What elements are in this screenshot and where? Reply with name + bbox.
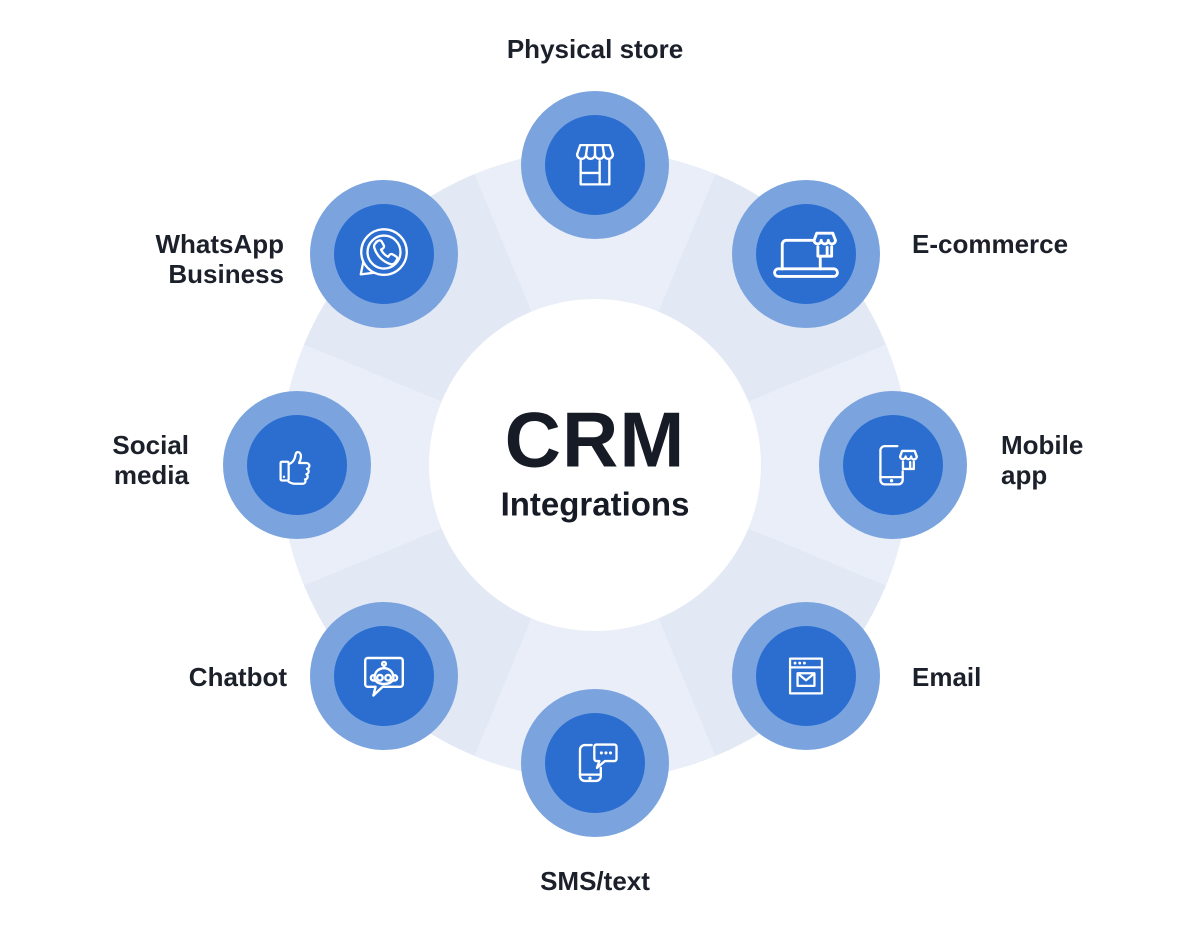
- node-email-disc: [756, 626, 856, 726]
- node-email: [732, 602, 880, 750]
- robot-chat-icon: [364, 656, 404, 697]
- node-mobile-app: [819, 391, 967, 539]
- label-chatbot: Chatbot: [188, 662, 287, 692]
- label-whatsapp-business: WhatsApp Business: [155, 229, 284, 289]
- label-e-commerce: E-commerce: [912, 229, 1069, 259]
- browser-envelope-icon: [788, 657, 824, 695]
- node-physical-store: [521, 91, 669, 239]
- node-e-commerce: [732, 180, 880, 328]
- background-ring-hole: [429, 299, 761, 631]
- node-social-media: [223, 391, 371, 539]
- node-sms-text-disc: [545, 713, 645, 813]
- phone-chat-icon: [578, 743, 618, 783]
- node-social-media-disc: [247, 415, 347, 515]
- node-mobile-app-disc: [843, 415, 943, 515]
- node-physical-store-disc: [545, 115, 645, 215]
- node-chatbot: [310, 602, 458, 750]
- storefront-icon: [575, 143, 615, 186]
- label-social-media: Social media: [112, 430, 189, 490]
- phone-store-icon: [879, 444, 918, 486]
- node-whatsapp-business: [310, 180, 458, 328]
- whatsapp-icon: [359, 228, 408, 276]
- node-sms-text: [521, 689, 669, 837]
- node-e-commerce-disc: [756, 204, 856, 304]
- thumbs-up-icon: [279, 451, 311, 485]
- node-chatbot-disc: [334, 626, 434, 726]
- laptop-store-icon: [773, 231, 839, 278]
- label-email: Email: [912, 662, 982, 692]
- node-whatsapp-business-disc: [334, 204, 434, 304]
- label-physical-store: Physical store: [506, 34, 684, 64]
- center-subtitle: Integrations: [500, 485, 690, 523]
- label-mobile-app: Mobile app: [1001, 430, 1084, 490]
- center-title: CRM: [504, 395, 686, 484]
- label-sms-text: SMS/text: [540, 866, 650, 896]
- diagram-center: CRM Integrations: [501, 401, 690, 524]
